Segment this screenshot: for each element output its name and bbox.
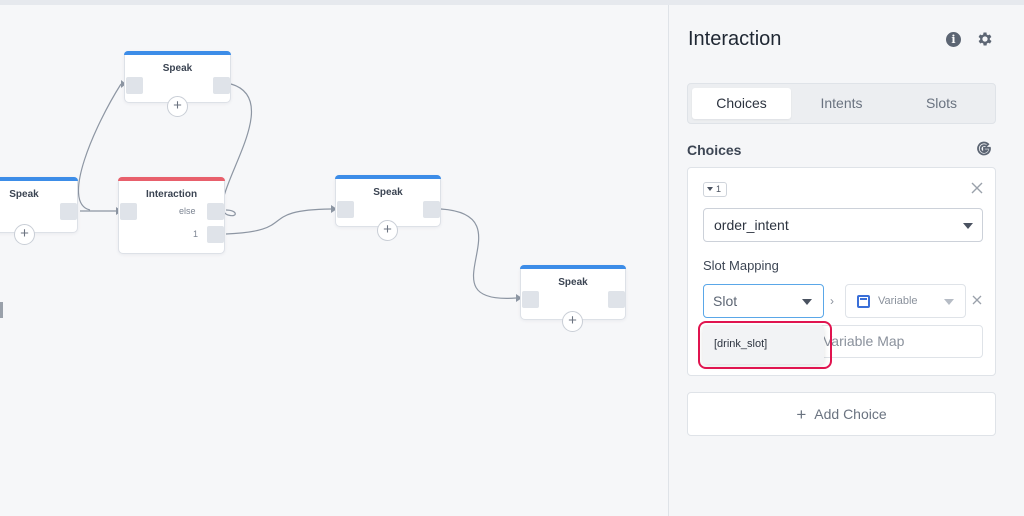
- google-g-icon[interactable]: [976, 141, 992, 157]
- speak-node-top[interactable]: Speak +: [124, 51, 231, 117]
- tab-choices[interactable]: Choices: [692, 88, 791, 119]
- top-border: [0, 0, 1024, 5]
- collapse-caret-icon: [707, 187, 713, 191]
- add-step-button[interactable]: +: [377, 220, 398, 241]
- choice-number: 1: [716, 184, 722, 194]
- port-label-else: else: [179, 206, 196, 216]
- chevron-right-icon: ›: [830, 294, 834, 308]
- variable-icon: [857, 295, 870, 308]
- output-port-else[interactable]: [207, 203, 224, 220]
- chevron-down-icon: [963, 223, 973, 229]
- slot-mapping-label: Slot Mapping: [703, 258, 779, 273]
- slot-dropdown-menu: [drink_slot]: [703, 325, 824, 364]
- node-title: Speak: [558, 277, 588, 288]
- variable-select[interactable]: Variable: [845, 284, 966, 318]
- input-port[interactable]: [522, 291, 539, 308]
- choice-card: 1 order_intent Slot Mapping Slot › Varia…: [687, 167, 996, 376]
- chevron-down-icon: [944, 299, 954, 305]
- add-step-button[interactable]: +: [562, 311, 583, 332]
- wire-interaction-to-speakmid: [225, 208, 332, 235]
- speak-node-right[interactable]: Speak +: [520, 265, 626, 332]
- output-port[interactable]: [608, 291, 625, 308]
- node-color-bar: [520, 265, 626, 269]
- add-step-button[interactable]: +: [14, 224, 35, 245]
- input-port[interactable]: [337, 201, 354, 218]
- node-color-bar: [118, 177, 225, 181]
- add-step-button[interactable]: +: [167, 96, 188, 117]
- choice-number-toggle[interactable]: 1: [703, 182, 727, 197]
- editor-panel: Interaction i Choices Intents Slots Choi…: [668, 5, 1024, 516]
- connection-wires: [78, 80, 522, 302]
- speak-node-left[interactable]: Speak +: [0, 177, 78, 245]
- output-port[interactable]: [60, 203, 77, 220]
- gear-icon[interactable]: [976, 30, 994, 48]
- output-port-1[interactable]: [207, 226, 224, 243]
- node-title: Interaction: [145, 189, 198, 200]
- choices-section-label: Choices: [687, 142, 742, 158]
- node-title: Speak: [373, 187, 403, 198]
- tab-bar: Choices Intents Slots: [687, 83, 996, 124]
- output-port[interactable]: [423, 201, 440, 218]
- wire-speaktop-to-interaction: [221, 83, 253, 217]
- node-title: Speak: [9, 189, 39, 200]
- add-choice-button[interactable]: + Add Choice: [687, 392, 996, 436]
- input-port[interactable]: [126, 77, 143, 94]
- intent-value: order_intent: [714, 217, 789, 233]
- tab-slots[interactable]: Slots: [925, 95, 958, 111]
- slot-placeholder: Slot: [713, 293, 738, 309]
- canvas-scroll-indicator[interactable]: [0, 302, 3, 318]
- node-color-bar: [124, 51, 231, 55]
- input-port[interactable]: [120, 203, 137, 220]
- node-color-bar: [0, 177, 78, 181]
- panel-title: Interaction: [688, 28, 782, 50]
- variable-placeholder: Variable: [878, 295, 918, 307]
- add-choice-label: Add Choice: [814, 406, 887, 422]
- speak-node-middle[interactable]: Speak +: [335, 175, 441, 241]
- highlight-annotation: [698, 321, 832, 369]
- flow-canvas[interactable]: Speak + Speak + Interaction else 1 Speak…: [0, 5, 668, 516]
- wire-speakmid-to-speakright: [440, 208, 517, 299]
- remove-mapping-close-icon[interactable]: [972, 295, 982, 305]
- port-label-1: 1: [193, 229, 199, 239]
- interaction-node[interactable]: Interaction else 1: [118, 177, 225, 254]
- wire-interaction-to-speaktop: [78, 83, 122, 211]
- plus-icon: +: [796, 405, 807, 424]
- slot-select[interactable]: Slot: [703, 284, 824, 318]
- output-port[interactable]: [213, 77, 230, 94]
- dropdown-option-drink-slot[interactable]: [drink_slot]: [714, 338, 768, 350]
- info-icon[interactable]: i: [946, 32, 961, 47]
- remove-choice-close-icon[interactable]: [971, 182, 983, 194]
- node-color-bar: [335, 175, 441, 179]
- chevron-down-icon: [802, 299, 812, 305]
- tab-intents[interactable]: Intents: [820, 95, 863, 111]
- intent-select[interactable]: order_intent: [703, 208, 983, 242]
- node-title: Speak: [162, 63, 193, 74]
